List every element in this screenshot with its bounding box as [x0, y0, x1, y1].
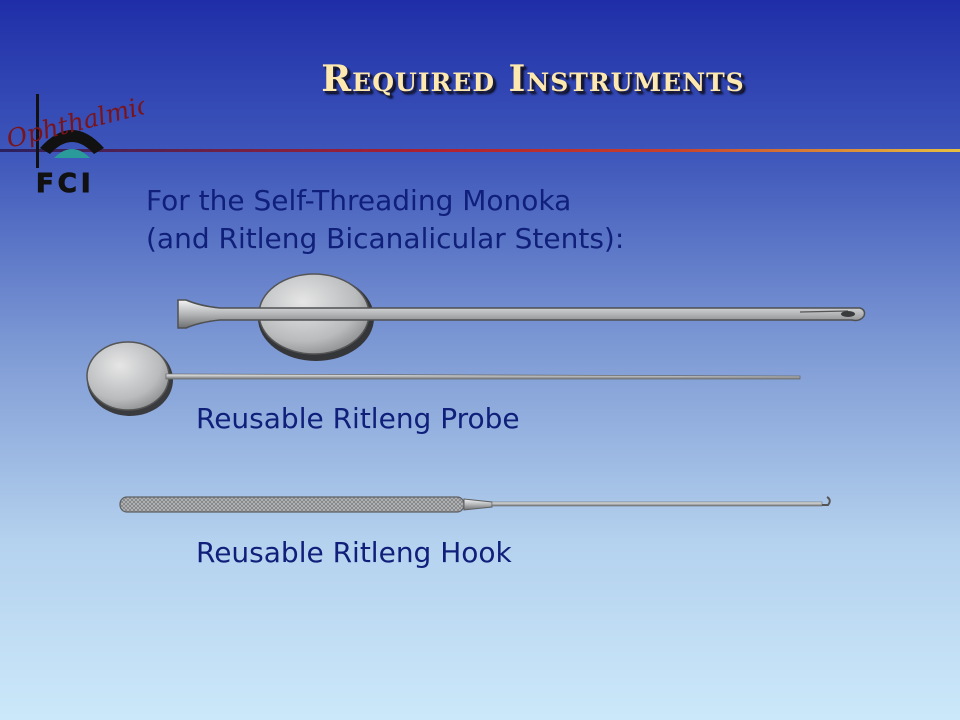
ophthalmics-fci-logo: Ophthalmics FCI: [4, 88, 144, 198]
slide-title: Required Instruments: [321, 58, 745, 100]
intro-line-1: For the Self-Threading Monoka: [146, 184, 572, 217]
logo-mark-text: FCI: [36, 169, 95, 198]
hook-label: Reusable Ritleng Hook: [196, 536, 512, 569]
monoka-introducer-drawing: [177, 273, 866, 361]
intro-line-2: (and Ritleng Bicanalicular Stents):: [146, 222, 625, 255]
intro-text: For the Self-Threading Monoka (and Ritle…: [146, 182, 624, 258]
ritleng-hook-drawing: [119, 496, 831, 513]
ritleng-probe-drawing: [86, 341, 801, 416]
probe-label: Reusable Ritleng Probe: [196, 402, 520, 435]
title-divider: [0, 149, 960, 152]
